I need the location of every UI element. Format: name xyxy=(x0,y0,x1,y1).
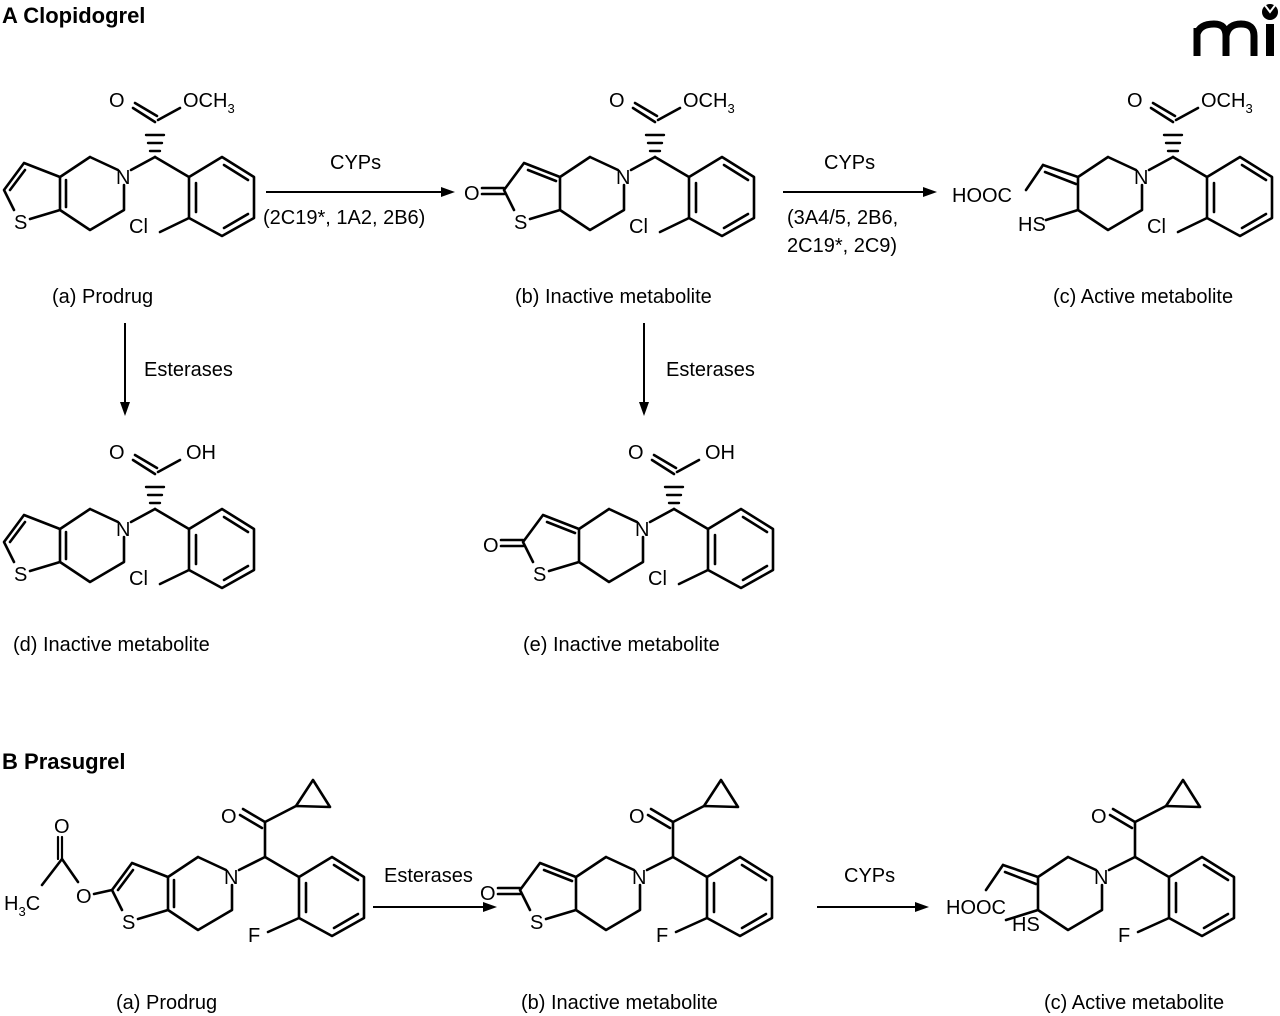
thiol-group: HS xyxy=(1012,914,1040,936)
clopidogrel-active-metabolite-structure: HOOC HS N O OCH3 Cl xyxy=(952,90,1274,238)
fluorine-atom: F xyxy=(248,925,260,947)
fluorine-atom: F xyxy=(656,925,668,947)
sulfur-atom: S xyxy=(530,912,543,934)
compound-label: (a) Prodrug xyxy=(116,992,217,1014)
ester-group: OCH3 xyxy=(1201,90,1253,116)
keto-oxygen: O xyxy=(464,183,480,205)
carbonyl-oxygen: O xyxy=(1127,90,1143,112)
clopidogrel-thiolactone-structure: O S N O OCH3 Cl xyxy=(464,90,756,238)
nitrogen-atom: N xyxy=(116,519,130,541)
keto-oxygen: O xyxy=(483,535,499,557)
enzyme-details: (2C19*, 1A2, 2B6) xyxy=(263,207,425,229)
enzyme-label: Esterases xyxy=(144,359,233,381)
enzyme-label: Esterases xyxy=(666,359,755,381)
prasugrel-active-metabolite-structure: HOOC HS N O F xyxy=(946,778,1236,947)
reaction-arrow-a-to-b: CYPs (2C19*, 1A2, 2B6) xyxy=(263,152,455,229)
reaction-arrow-a-to-d: Esterases xyxy=(120,323,233,416)
chlorine-atom: Cl xyxy=(129,568,148,590)
methyl-group: H3C xyxy=(4,893,40,919)
hydroxyl-group: OH xyxy=(705,442,735,464)
nitrogen-atom: N xyxy=(1134,167,1148,189)
clopidogrel-prodrug-structure: S N O OCH3 Cl xyxy=(2,90,256,238)
compound-label: (c) Active metabolite xyxy=(1044,992,1224,1014)
compound-label: (b) Inactive metabolite xyxy=(515,286,712,308)
enzyme-label: CYPs xyxy=(824,152,875,174)
journal-logo-icon xyxy=(1193,3,1278,56)
hydroxyl-group: OH xyxy=(186,442,216,464)
ketone-oxygen: O xyxy=(221,806,237,828)
carbonyl-oxygen: O xyxy=(628,442,644,464)
chlorine-atom: Cl xyxy=(629,216,648,238)
ester-group: OCH3 xyxy=(183,90,235,116)
compound-label: (b) Inactive metabolite xyxy=(521,992,718,1014)
reaction-arrow-thiolactone-to-active: CYPs xyxy=(817,865,929,912)
carboxylic-acid-group: HOOC xyxy=(952,185,1012,207)
nitrogen-atom: N xyxy=(1094,867,1108,889)
reaction-arrow-b-to-e: Esterases xyxy=(639,323,755,416)
prasugrel-prodrug-structure: S O O H3C N O F xyxy=(4,778,366,947)
ketone-oxygen: O xyxy=(1091,806,1107,828)
nitrogen-atom: N xyxy=(116,167,130,189)
nitrogen-atom: N xyxy=(632,867,646,889)
thiolactone-carboxylic-acid-structure: O S N O OH Cl xyxy=(483,442,775,590)
carbonyl-oxygen: O xyxy=(109,442,125,464)
sulfur-atom: S xyxy=(514,212,527,234)
enzyme-label: CYPs xyxy=(330,152,381,174)
enzyme-label: CYPs xyxy=(844,865,895,887)
ketone-oxygen: O xyxy=(629,806,645,828)
reaction-arrow-prodrug-to-thiolactone: Esterases xyxy=(373,865,497,912)
clopidogrel-carboxylic-acid-structure: S N O OH Cl xyxy=(2,442,256,590)
sulfur-atom: S xyxy=(533,564,546,586)
chlorine-atom: Cl xyxy=(129,216,148,238)
nitrogen-atom: N xyxy=(635,519,649,541)
fluorine-atom: F xyxy=(1118,925,1130,947)
keto-oxygen: O xyxy=(480,883,496,905)
thiol-group: HS xyxy=(1018,214,1046,236)
section-b-title: B Prasugrel xyxy=(2,749,126,774)
ester-oxygen: O xyxy=(76,886,92,908)
enzyme-label: Esterases xyxy=(384,865,473,887)
carbonyl-oxygen: O xyxy=(109,90,125,112)
prasugrel-thiolactone-structure: O S N O F xyxy=(480,778,774,947)
chlorine-atom: Cl xyxy=(648,568,667,590)
section-a-title: A Clopidogrel xyxy=(2,3,145,28)
compound-label: (e) Inactive metabolite xyxy=(523,634,720,656)
compound-label: (c) Active metabolite xyxy=(1053,286,1233,308)
nitrogen-atom: N xyxy=(224,867,238,889)
sulfur-atom: S xyxy=(122,912,135,934)
nitrogen-atom: N xyxy=(616,167,630,189)
acetyl-oxygen: O xyxy=(54,816,70,838)
compound-label: (d) Inactive metabolite xyxy=(13,634,210,656)
ester-group: OCH3 xyxy=(683,90,735,116)
reaction-arrow-b-to-c: CYPs (3A4/5, 2B6, 2C19*, 2C9) xyxy=(783,152,937,257)
carboxylic-acid-group: HOOC xyxy=(946,897,1006,919)
sulfur-atom: S xyxy=(14,212,27,234)
enzyme-details: 2C19*, 2C9) xyxy=(787,235,897,257)
sulfur-atom: S xyxy=(14,564,27,586)
compound-label: (a) Prodrug xyxy=(52,286,153,308)
enzyme-details: (3A4/5, 2B6, xyxy=(787,207,898,229)
carbonyl-oxygen: O xyxy=(609,90,625,112)
chlorine-atom: Cl xyxy=(1147,216,1166,238)
